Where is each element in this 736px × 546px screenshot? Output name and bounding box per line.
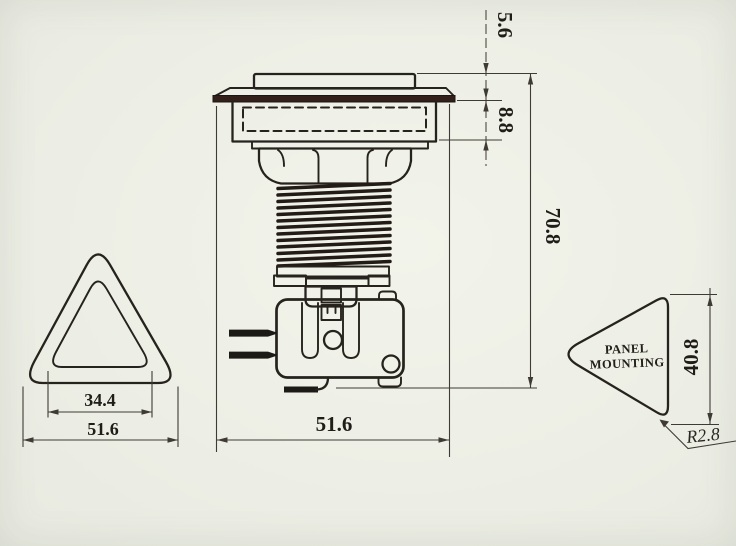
hex-nut-facet-right: [366, 149, 374, 184]
panel-mounting-label-line2: MOUNTING: [590, 355, 665, 372]
terminal-bottom-lug: [284, 386, 318, 393]
arrow-overall-top: [527, 74, 534, 85]
switch-foot: [377, 376, 402, 388]
panel-mounting-label-line1: PANEL: [605, 341, 649, 357]
ext-plunger-width: [47, 371, 153, 418]
terminal-lower: [229, 351, 277, 359]
panel-mounting-label: PANEL MOUNTING: [590, 341, 665, 372]
arrow-flange-bottom-up: [483, 101, 489, 112]
bezel-flange-band: [212, 95, 456, 103]
arrow-bezel-front-right: [167, 437, 178, 443]
retainer-plate: [305, 277, 370, 287]
ext-bezel-width-front: [22, 386, 179, 447]
microswitch-body-outline: [275, 298, 405, 379]
dim-cutout-height-text: 40.8: [679, 339, 703, 376]
arrow-plunger-left: [48, 409, 59, 415]
hex-nut-facet-outer-right: [385, 149, 393, 167]
bezel-triangle-outline: [28, 253, 172, 385]
arrow-overall-bottom: [527, 377, 534, 388]
dim-bezel-depth-text: 8.8: [494, 107, 518, 133]
button-cap-outline: [252, 72, 417, 90]
arrow-cutout-top: [707, 295, 713, 306]
arrow-body-bottom: [483, 140, 489, 151]
terminal-upper: [229, 329, 277, 337]
switch-channel-right: [342, 302, 360, 359]
arrow-plunger-right: [141, 409, 152, 415]
switch-mounting-hole-right: [381, 354, 401, 374]
switch-contact-notch: [326, 304, 337, 314]
dim-bezel-width-front-text: 51.6: [87, 419, 119, 439]
leader-corner-radius: [660, 421, 736, 450]
arrow-corner-radius: [659, 419, 669, 428]
cutout-view: PANEL MOUNTING: [567, 297, 670, 416]
dim-plunger-width-text: 34.4: [84, 390, 116, 410]
dimensions: 5.6 8.8 70.8 51.6 34.4 51.6 40.8 R2.: [22, 10, 736, 457]
arrow-cap-top: [483, 63, 489, 74]
terminal-bottom-bend: [314, 376, 330, 391]
arrow-flange-bottom-down: [483, 88, 489, 99]
plunger-triangle-outline: [52, 280, 148, 368]
shaft-collar-outline: [276, 265, 390, 278]
threaded-shaft: [276, 181, 392, 268]
hex-nut-facet-outer-left: [277, 149, 285, 167]
plunger-stem: [320, 287, 342, 304]
dim-cap-height-text: 5.6: [493, 12, 517, 38]
arrow-cutout-bottom: [707, 413, 713, 424]
housing-hidden-line: [242, 106, 427, 132]
arrow-width-side-right: [438, 437, 449, 443]
front-view: [28, 253, 172, 385]
switch-channel-left: [301, 302, 319, 359]
dim-corner-radius-text: R2.8: [684, 424, 720, 447]
ext-cutout-height: [670, 293, 719, 426]
microswitch-top-button: [378, 290, 397, 300]
plunger-housing-outline: [304, 285, 358, 308]
arrow-bezel-front-left: [23, 437, 34, 443]
switch-mounting-hole-center: [322, 329, 344, 351]
side-view: [212, 72, 456, 393]
dim-bezel-width-side-text: 51.6: [316, 412, 353, 436]
dim-overall-height-text: 70.8: [541, 208, 565, 245]
arrow-width-side-left: [217, 437, 228, 443]
switch-contact-clip: [320, 304, 342, 321]
hex-nut-facet-left: [312, 149, 320, 184]
panel-cutout-outline: [567, 297, 670, 416]
